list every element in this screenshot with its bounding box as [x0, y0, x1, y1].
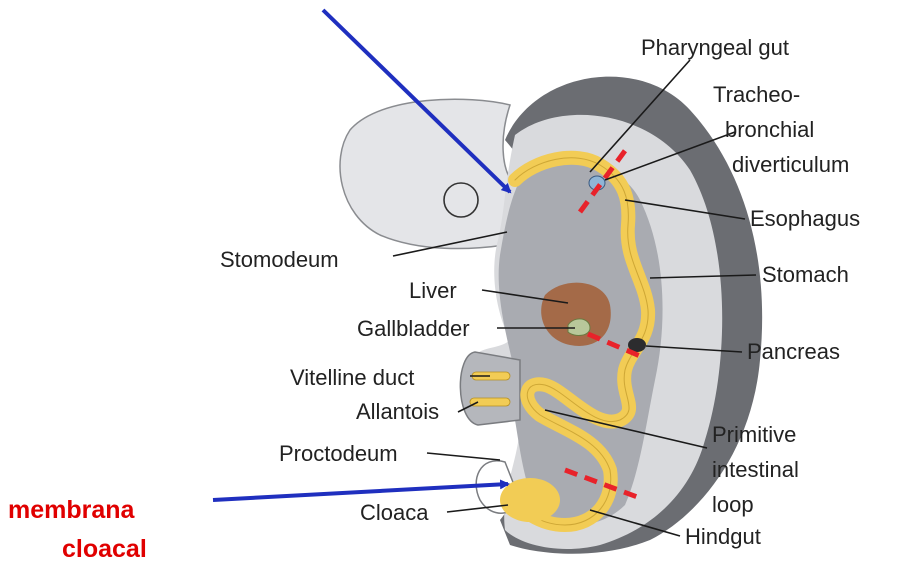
label-liver: Liver — [409, 278, 457, 303]
arrow-cloacal-membrane — [213, 484, 508, 500]
label-allantois: Allantois — [356, 399, 439, 424]
gallbladder — [568, 319, 590, 336]
annotation-line2: cloacal — [62, 535, 147, 563]
label-gallbladder: Gallbladder — [357, 316, 470, 341]
label-primitive-line2: intestinal — [712, 457, 799, 482]
label-tracheo-line2: bronchial — [725, 117, 814, 142]
label-pancreas: Pancreas — [747, 339, 840, 364]
label-pharyngeal-gut: Pharyngeal gut — [641, 35, 789, 60]
annotation-line1: membrana — [8, 496, 136, 524]
label-stomodeum: Stomodeum — [220, 247, 339, 272]
label-tracheo-line3: diverticulum — [732, 152, 849, 177]
umbilical-stalk — [460, 352, 520, 425]
label-primitive-line3: loop — [712, 492, 754, 517]
label-hindgut: Hindgut — [685, 524, 761, 549]
label-esophagus: Esophagus — [750, 206, 860, 231]
label-cloaca: Cloaca — [360, 500, 429, 525]
label-stomach: Stomach — [762, 262, 849, 287]
label-tracheo-line1: Tracheo- — [713, 82, 800, 107]
cloaca-region — [500, 478, 560, 522]
label-proctodeum: Proctodeum — [279, 441, 398, 466]
leader-proctodeum — [427, 453, 500, 460]
otic-vesicle — [444, 183, 478, 217]
label-primitive-line1: Primitive — [712, 422, 796, 447]
label-vitelline-duct: Vitelline duct — [290, 365, 414, 390]
allantois-tube — [470, 398, 510, 406]
